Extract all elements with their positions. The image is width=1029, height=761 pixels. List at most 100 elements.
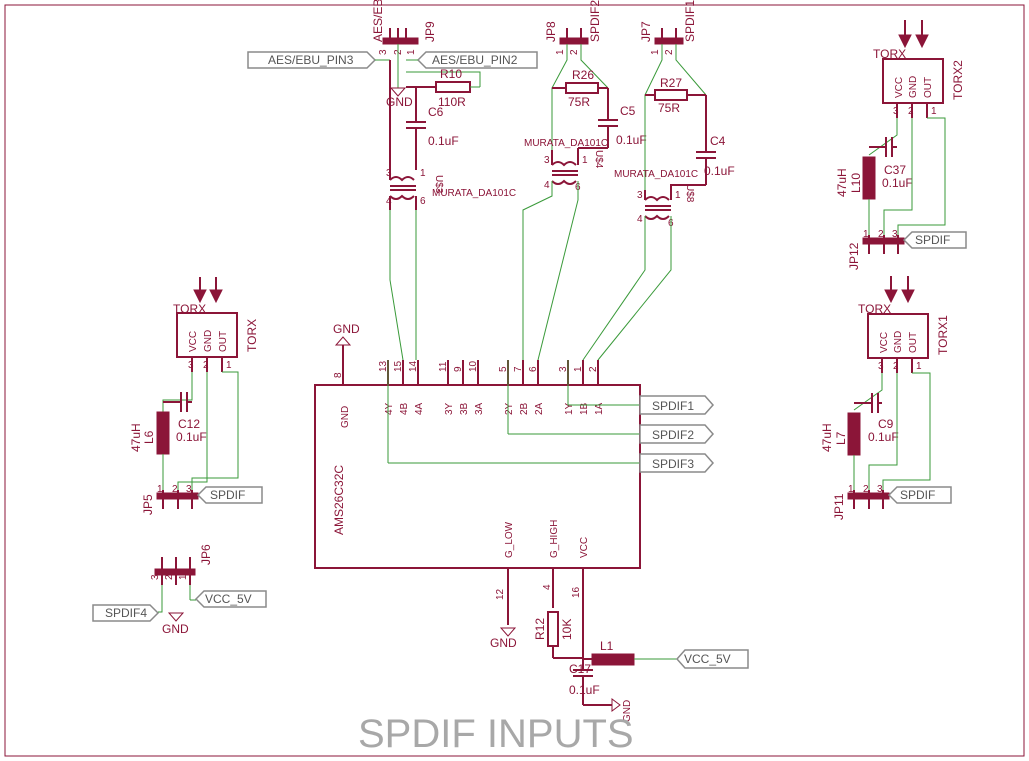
r10-name: R10 <box>440 67 462 81</box>
torx-left-p3: 3 <box>188 360 194 371</box>
gnd-label-c17: GND <box>622 700 633 722</box>
r26-name: R26 <box>572 68 594 82</box>
jp9-pin3: 3 <box>378 49 389 55</box>
pin-6-name: 2A <box>534 402 545 415</box>
arrow-down-icon <box>209 289 223 304</box>
capacitor-c12: C12 0.1uF <box>163 392 207 444</box>
spdif4-label: SPDIF4 <box>105 606 147 620</box>
spdif2-label: SPDIF2 <box>652 428 694 442</box>
jp5-name: JP5 <box>141 494 155 515</box>
torx2-ref: TORX2 <box>951 60 965 100</box>
transformer-u8: 3 4 1 6 U$8 MURATA_DA101C <box>614 169 706 229</box>
c5-name: C5 <box>620 104 636 118</box>
torx2: TORX TORX2 VCC GND OUT 3 2 1 <box>873 20 965 118</box>
c12-value: 0.1uF <box>176 430 207 444</box>
capacitor-c9: C9 0.1uF <box>854 393 899 444</box>
gnd-icon <box>167 612 185 622</box>
gnd-label-pin12: GND <box>490 636 517 650</box>
arrow-down-icon <box>898 34 912 49</box>
gnd-symbol-ic: GND <box>333 322 360 346</box>
torx1-p2: 2 <box>893 361 899 372</box>
gnd-icon <box>499 627 517 637</box>
r12-value: 10K <box>560 619 574 640</box>
torx-left-out: OUT <box>218 331 229 352</box>
r27-body <box>654 89 688 101</box>
pin-9-num: 9 <box>453 366 464 372</box>
connector-jp12: 1 2 3 JP12 <box>847 229 905 270</box>
spdif-b-label: SPDIF <box>915 233 950 247</box>
resistor-r27: R27 75R <box>645 76 706 115</box>
torx-left-ref: TORX <box>245 319 259 352</box>
u4-pin4: 4 <box>544 180 550 191</box>
aes-pin2-label: AES/EBU_PIN2 <box>432 53 518 67</box>
torx1-out: OUT <box>908 332 919 353</box>
pin-5-name: 2Y <box>504 402 515 415</box>
jp11-pin3: 3 <box>877 484 883 495</box>
pin-4-num: 4 <box>542 584 553 590</box>
jp7-body <box>654 37 684 45</box>
pin-1-num: 1 <box>573 366 584 372</box>
resistor-r26: R26 75R <box>552 68 608 109</box>
net-flag-spdif-a: SPDIF <box>196 486 263 504</box>
net-flag-spdif1: SPDIF1 <box>567 360 715 415</box>
jp12-pin1: 1 <box>863 229 869 240</box>
r10-body <box>435 81 471 93</box>
l6-body <box>156 411 170 455</box>
connector-jp11: 1 2 3 JP11 <box>832 484 890 520</box>
jp11-pin2: 2 <box>863 484 869 495</box>
torx2-name: TORX <box>873 47 906 61</box>
u3-pin4: 4 <box>386 196 392 207</box>
jp9-title: AES/EBU <box>371 0 385 42</box>
resistor-r10: R10 110R <box>406 67 481 109</box>
pin-13-num: 13 <box>378 360 389 372</box>
pin-14-name: 4A <box>414 402 425 415</box>
jp12-pin3: 3 <box>892 229 898 240</box>
jp11-pin1: 1 <box>848 484 854 495</box>
u8-pin3: 3 <box>637 190 643 201</box>
arrow-down-icon <box>884 289 898 304</box>
pin-2-name: 1A <box>594 402 605 415</box>
inductor-l10: 47uH L10 <box>835 156 876 200</box>
connector-jp9: 3 2 1 JP9 AES/EBU <box>371 0 437 55</box>
inductor-l7: 47uH L7 <box>820 412 861 456</box>
r10-value: 110R <box>438 95 466 109</box>
u3-pin3: 3 <box>386 168 392 179</box>
pin-12-name: G_LOW <box>504 521 515 558</box>
l10-name: L10 <box>849 173 863 193</box>
gnd-label-jp9: GND <box>386 95 413 109</box>
net-flag-spdif-c: SPDIF <box>887 486 952 504</box>
inductor-l6: 47uH L6 <box>129 411 170 455</box>
spdif1-label: SPDIF1 <box>652 399 694 413</box>
jp8-pin2: 2 <box>569 49 580 55</box>
torx2-vcc: VCC <box>894 77 905 98</box>
u8-pin1: 1 <box>675 190 681 201</box>
r27-name: R27 <box>660 76 682 90</box>
pin-10-name: 3A <box>474 402 485 415</box>
r26-value: 75R <box>568 95 590 109</box>
jp9-pin1: 1 <box>406 49 417 55</box>
torx2-p2: 2 <box>908 106 914 117</box>
jp6-pin1: 1 <box>178 574 189 580</box>
r12-name: R12 <box>533 618 547 640</box>
pin-10-num: 10 <box>468 360 479 372</box>
jp12-pin2: 2 <box>878 229 884 240</box>
l10-value: 47uH <box>835 168 849 197</box>
capacitor-c37: C37 0.1uF <box>869 137 913 190</box>
net-flag-aes-pin2: AES/EBU_PIN2 <box>406 51 538 69</box>
u4-name: U$4 <box>593 150 604 169</box>
net-flag-spdif3: SPDIF3 <box>387 360 715 473</box>
c6-value: 0.1uF <box>428 134 459 148</box>
gnd-icon <box>389 87 407 97</box>
pin-14-num: 14 <box>408 360 419 372</box>
c5-value: 0.1uF <box>616 133 647 147</box>
u8-name: U$8 <box>684 184 695 203</box>
pin-5-num: 5 <box>498 366 509 372</box>
torx-left-gnd: GND <box>203 330 214 352</box>
jp11-name: JP11 <box>832 493 846 520</box>
sheet-frame <box>4 4 1025 757</box>
torx1-p3: 3 <box>878 361 884 372</box>
capacitor-c5: C5 0.1uF <box>598 88 647 148</box>
pin-11-num: 11 <box>438 361 449 372</box>
gnd-icon <box>334 336 352 346</box>
jp12-name: JP12 <box>847 242 861 270</box>
